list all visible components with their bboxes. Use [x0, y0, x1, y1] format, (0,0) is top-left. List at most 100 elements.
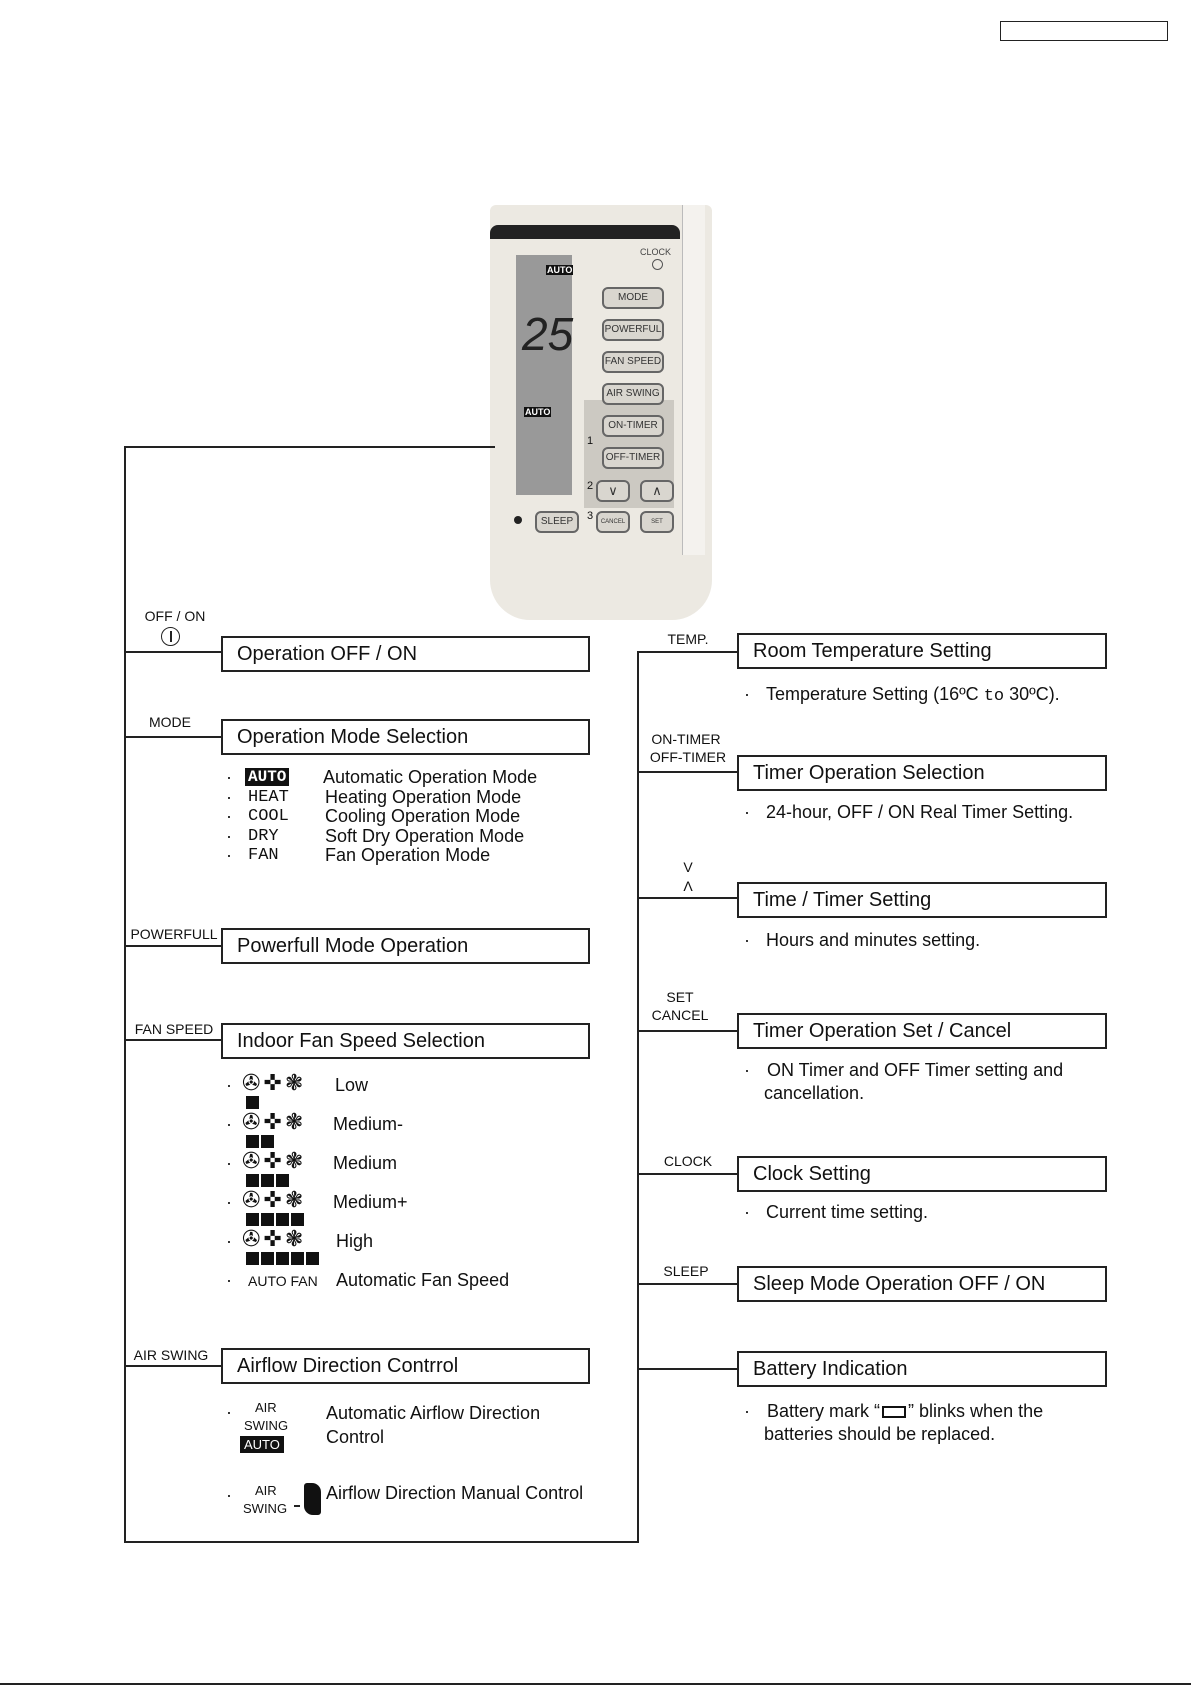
setcancel-connector	[637, 1030, 738, 1032]
header-box	[1000, 21, 1168, 41]
swing-auto-badge: AUTO	[240, 1436, 284, 1453]
fan-icons: ✇✜❃	[242, 1070, 307, 1095]
timer-desc: 24-hour, OFF / ON Real Timer Setting.	[766, 802, 1074, 822]
time-desc: Hours and minutes setting.	[766, 930, 981, 950]
swing-manual-dash	[294, 1505, 300, 1507]
fan-speed-button[interactable]: FAN SPEED	[602, 351, 664, 373]
remote-control-image: AUTO 25 AUTO CLOCK MODE POWERFUL FAN SPE…	[490, 205, 712, 620]
time-key-label-down: V	[683, 859, 693, 875]
mode-connector	[124, 736, 222, 738]
timer-key-label-on: ON-TIMER	[651, 731, 721, 747]
sleep-key-label: SLEEP	[663, 1263, 709, 1279]
setcancel-desc-line2: cancellation.	[764, 1083, 865, 1103]
clock-key-label: CLOCK	[663, 1153, 713, 1169]
cancel-button[interactable]: CANCEL	[596, 511, 630, 533]
time-box: Time / Timer Setting	[737, 882, 1107, 918]
battery-desc-pre: Battery mark “	[767, 1401, 881, 1421]
label-1: 1	[587, 435, 594, 447]
mode-code-heat: HEAT	[248, 788, 289, 807]
mode-desc-dry: Soft Dry Operation Mode	[325, 826, 525, 846]
swing-manual-code-air: AIR	[255, 1483, 277, 1498]
timer-box: Timer Operation Selection	[737, 755, 1107, 791]
remote-top-bar	[490, 225, 680, 239]
powerful-button[interactable]: POWERFUL	[602, 319, 664, 341]
mode-code-fan: FAN	[248, 846, 279, 865]
frame-bottom	[124, 1541, 639, 1543]
sleep-button[interactable]: SLEEP	[535, 511, 579, 533]
mode-desc-cool: Cooling Operation Mode	[325, 806, 521, 826]
mode-bullet: ·	[226, 806, 232, 826]
clock-bullet: ·	[744, 1202, 750, 1222]
offon-box: Operation OFF / ON	[221, 636, 590, 672]
powerful-box: Powerfull Mode Operation	[221, 928, 590, 964]
temp-connector	[637, 651, 738, 653]
time-connector	[637, 897, 738, 899]
fan-icons: ✇✜❃	[242, 1148, 307, 1173]
swing-manual-code-swing: SWING	[243, 1501, 288, 1516]
power-button[interactable]	[514, 516, 522, 524]
fan-desc-medium-plus: Medium+	[333, 1192, 408, 1212]
louver-icon	[304, 1483, 321, 1515]
offon-key-label: OFF / ON	[144, 608, 206, 624]
left-frame-vertical	[124, 446, 126, 1543]
cancel-key-label: CANCEL	[651, 1007, 709, 1023]
on-timer-button[interactable]: ON-TIMER	[602, 415, 664, 437]
temp-desc-post: 30ºC).	[1004, 684, 1060, 704]
setcancel-box: Timer Operation Set / Cancel	[737, 1013, 1107, 1049]
clock-button[interactable]	[652, 259, 663, 270]
battery-bullet: ·	[744, 1401, 750, 1421]
offon-connector	[124, 651, 222, 653]
fan-icons: ✇✜❃	[242, 1109, 307, 1134]
fan-bars-medium	[246, 1174, 291, 1192]
temp-desc: Temperature Setting (16ºC to 30ºC).	[766, 684, 1060, 706]
time-key-label-up: Λ	[683, 878, 693, 894]
fan-bullet: ·	[226, 1270, 232, 1290]
mode-bullet: ·	[226, 845, 232, 865]
temp-desc-pre: Temperature Setting (16ºC	[766, 684, 984, 704]
battery-icon	[882, 1406, 907, 1418]
swing-key-label: AIR SWING	[133, 1347, 209, 1363]
temp-box: Room Temperature Setting	[737, 633, 1107, 669]
swing-auto-code-swing: SWING	[244, 1418, 289, 1433]
off-timer-button[interactable]: OFF-TIMER	[602, 447, 664, 469]
label-3: 3	[587, 510, 594, 522]
mode-key-label: MODE	[149, 714, 191, 730]
set-button[interactable]: SET	[640, 511, 674, 533]
mode-code-auto: AUTO	[245, 768, 290, 786]
timer-key-label-off: OFF-TIMER	[649, 749, 727, 765]
fan-box: Indoor Fan Speed Selection	[221, 1023, 590, 1059]
sleep-connector	[637, 1283, 738, 1285]
timer-bullet: ·	[744, 802, 750, 822]
fan-bars-medium-minus	[246, 1135, 276, 1153]
mode-bullet: ·	[226, 767, 232, 787]
mode-bullet: ·	[226, 826, 232, 846]
fan-connector	[124, 1039, 222, 1041]
left-frame-top	[124, 446, 495, 448]
temp-desc-to: to	[983, 687, 1005, 706]
up-button[interactable]: ∧	[640, 480, 674, 502]
mode-code-dry: DRY	[248, 827, 279, 846]
right-frame-vertical	[637, 651, 639, 1543]
fan-desc-high: High	[336, 1231, 374, 1251]
air-swing-button[interactable]: AIR SWING	[602, 383, 664, 405]
fan-bullet: ·	[226, 1114, 232, 1134]
swing-bullet: ·	[226, 1402, 232, 1422]
fan-desc-medium: Medium	[333, 1153, 398, 1173]
clock-box: Clock Setting	[737, 1156, 1107, 1192]
timer-connector	[637, 771, 738, 773]
fan-auto-desc: Automatic Fan Speed	[336, 1270, 510, 1290]
down-button[interactable]: ∨	[596, 480, 630, 502]
label-2: 2	[587, 480, 594, 492]
mode-desc-auto: Automatic Operation Mode	[323, 767, 538, 787]
mode-bullet: ·	[226, 787, 232, 807]
powerful-connector	[124, 945, 222, 947]
mode-button[interactable]: MODE	[602, 287, 664, 309]
battery-box: Battery Indication	[737, 1351, 1107, 1387]
setcancel-bullet: ·	[744, 1060, 750, 1080]
battery-desc-line1: Battery mark “” blinks when the	[767, 1401, 1043, 1422]
sleep-box: Sleep Mode Operation OFF / ON	[737, 1266, 1107, 1302]
fan-bullet: ·	[226, 1231, 232, 1251]
display-auto-swing: AUTO	[524, 407, 552, 417]
remote-side-strip	[682, 205, 705, 555]
fan-bars-low	[246, 1096, 261, 1114]
